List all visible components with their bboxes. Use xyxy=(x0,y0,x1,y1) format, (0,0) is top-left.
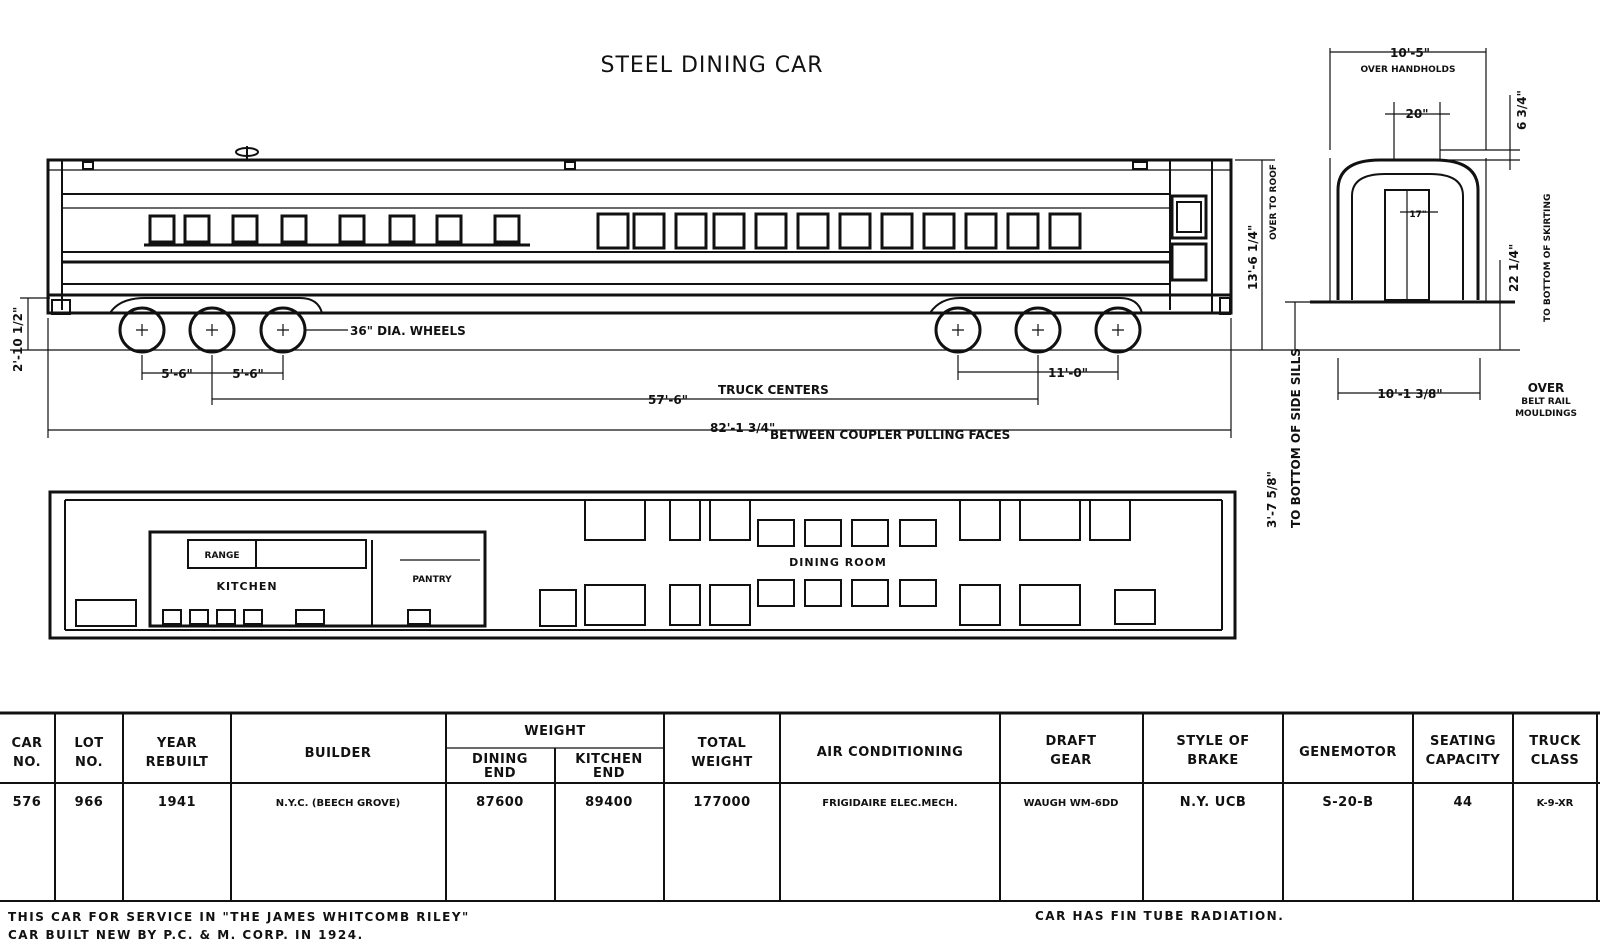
kitchen-label: KITCHEN xyxy=(216,580,277,593)
cell-brake: N.Y. UCB xyxy=(1180,795,1247,810)
hdr-draft-1: DRAFT xyxy=(1045,734,1096,749)
hdr-seating-2: CAPACITY xyxy=(1426,753,1501,768)
dining-tables-lower xyxy=(539,579,1156,627)
hdr-total-1: TOTAL xyxy=(698,736,747,751)
hdr-car-no-2: NO. xyxy=(13,755,41,770)
cell-builder: N.Y.C. (BEECH GROVE) xyxy=(276,798,401,809)
cell-kitchen-end: 89400 xyxy=(585,795,633,810)
sidesill-label: TO BOTTOM OF SIDE SILLS xyxy=(1289,348,1303,528)
note-radiation: CAR HAS FIN TUBE RADIATION. xyxy=(1035,909,1284,923)
handholds-label: OVER HANDHOLDS xyxy=(1361,65,1456,75)
belt-rail-label-2: BELT RAIL xyxy=(1521,397,1571,407)
note-built: CAR BUILT NEW BY P.C. & M. CORP. IN 1924… xyxy=(8,928,364,942)
hdr-year-1: YEAR xyxy=(156,736,197,751)
hdr-truck-1: TRUCK xyxy=(1529,734,1581,749)
hdr-dining-end-1: DINING xyxy=(472,752,528,767)
height-label: OVER TO ROOF xyxy=(1269,164,1279,240)
hdr-draft-2: GEAR xyxy=(1050,753,1092,768)
cell-dining-end: 87600 xyxy=(476,795,524,810)
range-label: RANGE xyxy=(205,551,240,561)
wheel-diameter-label: 36" DIA. WHEELS xyxy=(350,324,466,338)
wheel-spacing-c: 11'-0" xyxy=(1048,366,1088,380)
skirting-value: 22 1/4" xyxy=(1507,244,1521,292)
coupler-length-label: BETWEEN COUPLER PULLING FACES xyxy=(770,428,1010,442)
belt-rail-value: 10'-1 3/8" xyxy=(1377,387,1442,401)
truck-centers-value: 57'-6" xyxy=(648,393,688,407)
coupler-length-value: 82'-1 3/4" xyxy=(710,421,775,435)
center-width: 17" xyxy=(1409,210,1426,220)
kitchen-windows xyxy=(144,214,530,247)
hdr-brake-2: BRAKE xyxy=(1187,753,1238,768)
roof-height: 6 3/4" xyxy=(1515,90,1529,130)
sidesill-value: 3'-7 5/8" xyxy=(1265,471,1279,528)
hdr-brake-1: STYLE OF xyxy=(1176,734,1249,749)
cell-year: 1941 xyxy=(158,795,196,810)
hdr-year-2: REBUILT xyxy=(146,755,209,770)
rear-truck-wheels xyxy=(934,306,1142,354)
cell-total: 177000 xyxy=(693,795,750,810)
note-service: THIS CAR FOR SERVICE IN "THE JAMES WHITC… xyxy=(8,910,470,924)
belt-rail-label-1: OVER xyxy=(1528,381,1565,395)
wheel-spacing-a: 5'-6" xyxy=(161,367,193,381)
hdr-genemotor: GENEMOTOR xyxy=(1299,745,1397,760)
cell-lot-no: 966 xyxy=(75,795,104,810)
end-elevation: 10'-5" OVER HANDHOLDS 20" 17" 6 3/4" 22 … xyxy=(1265,46,1577,528)
hdr-kitchen-end-1: KITCHEN xyxy=(575,752,642,767)
front-truck-wheels xyxy=(118,306,307,354)
cell-seating: 44 xyxy=(1453,795,1472,810)
hdr-builder: BUILDER xyxy=(305,746,372,761)
cell-truck: K-9-XR xyxy=(1537,798,1574,809)
hdr-lot-no-2: NO. xyxy=(75,755,103,770)
wheel-spacing-b: 5'-6" xyxy=(232,367,264,381)
pantry-label: PANTRY xyxy=(412,575,452,585)
hdr-kitchen-end-2: END xyxy=(593,766,625,781)
dining-room-label: DINING ROOM xyxy=(789,556,887,569)
hdr-car-no-1: CAR xyxy=(11,736,42,751)
hdr-lot-no-1: LOT xyxy=(74,736,103,751)
cell-air: FRIGIDAIRE ELEC.MECH. xyxy=(822,798,957,809)
dining-windows xyxy=(596,212,1082,250)
cell-genemotor: S-20-B xyxy=(1322,795,1373,810)
cell-draft: WAUGH WM-6DD xyxy=(1024,798,1119,809)
skirting-label: TO BOTTOM OF SKIRTING xyxy=(1543,194,1553,322)
diagram-title: STEEL DINING CAR xyxy=(600,53,823,78)
handholds-value: 10'-5" xyxy=(1390,46,1430,60)
hdr-air: AIR CONDITIONING xyxy=(817,745,964,760)
hdr-dining-end-2: END xyxy=(484,766,516,781)
roof-width: 20" xyxy=(1406,107,1429,121)
hdr-total-2: WEIGHT xyxy=(691,755,752,770)
hdr-weight: WEIGHT xyxy=(524,724,585,739)
side-elevation: 36" DIA. WHEELS 5'-6" 5'-6" 11'-0" 57'-6… xyxy=(10,146,1520,442)
cell-car-no: 576 xyxy=(13,795,42,810)
data-table: CAR NO. LOT NO. YEAR REBUILT BUILDER WEI… xyxy=(0,711,1600,902)
height-value: 13'-6 1/4" xyxy=(1246,225,1260,290)
left-height-value: 2'-10 1/2" xyxy=(11,307,25,372)
floor-plan: RANGE KITCHEN PANTRY DINING ROOM xyxy=(48,490,1237,640)
truck-centers-label: TRUCK CENTERS xyxy=(718,383,829,397)
dining-tables-upper xyxy=(584,499,1131,547)
hdr-seating-1: SEATING xyxy=(1430,734,1496,749)
belt-rail-label-3: MOULDINGS xyxy=(1515,409,1577,419)
hdr-truck-2: CLASS xyxy=(1531,753,1580,768)
